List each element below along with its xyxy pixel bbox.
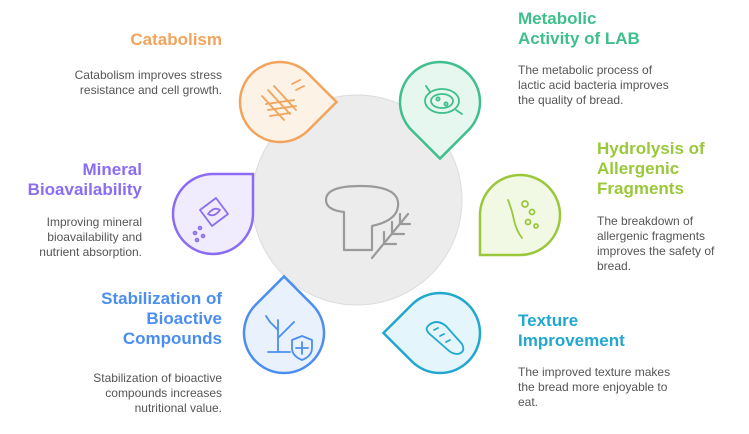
metabolic-title-line1: Metabolic [518, 9, 597, 28]
fragments-breakdown-icon [507, 199, 539, 239]
hydrolysis-description: The breakdown of allergenic fragments im… [597, 214, 715, 273]
hydrolysis-title-line2: Allergenic [597, 159, 680, 178]
hydrolysis-title-line3: Fragments [597, 179, 684, 198]
stabilization-title-line1: Stabilization of [101, 289, 222, 308]
mineral-drop [171, 172, 255, 256]
texture-title-line1: Texture [518, 311, 579, 330]
mineral-description: Improving mineral bioavailability and nu… [39, 215, 142, 259]
mineral-title-line2: Bioavailability [27, 180, 142, 199]
baguette-icon [425, 321, 465, 355]
metabolic-title-line2: Activity of LAB [518, 29, 640, 48]
metabolic-description: The metabolic process of lactic acid bac… [518, 63, 669, 107]
stabilization-title-line2: Bioactive [146, 309, 222, 328]
texture-title: Texture Improvement [518, 311, 698, 351]
texture-description: The improved texture makes the bread mor… [518, 365, 671, 409]
hydrolysis-title: Hydrolysis of Allergenic Fragments [597, 139, 747, 199]
hydrolysis-title-line1: Hydrolysis of [597, 139, 705, 158]
metabolic-title: Metabolic Activity of LAB [518, 9, 718, 49]
mineral-seed-packet-icon [192, 197, 229, 243]
mineral-title: Mineral Bioavailability [20, 160, 142, 200]
hydrolysis-drop [478, 173, 562, 257]
bacteria-cell-icon [424, 85, 463, 115]
catabolism-title: Catabolism [130, 30, 222, 49]
mineral-title-line1: Mineral [82, 160, 142, 179]
texture-title-line2: Improvement [518, 331, 625, 350]
stabilization-title-line3: Compounds [122, 329, 222, 348]
catabolism-description: Catabolism improves stress resistance an… [74, 68, 222, 97]
stabilization-description: Stabilization of bioactive compounds inc… [93, 371, 222, 415]
fiber-breakdown-icon [261, 79, 305, 121]
bread-with-wheat-icon [324, 184, 412, 260]
stabilization-title: Stabilization of Bioactive Compounds [60, 289, 222, 349]
metabolic-drop [398, 60, 482, 161]
plant-shield-icon [265, 315, 313, 361]
